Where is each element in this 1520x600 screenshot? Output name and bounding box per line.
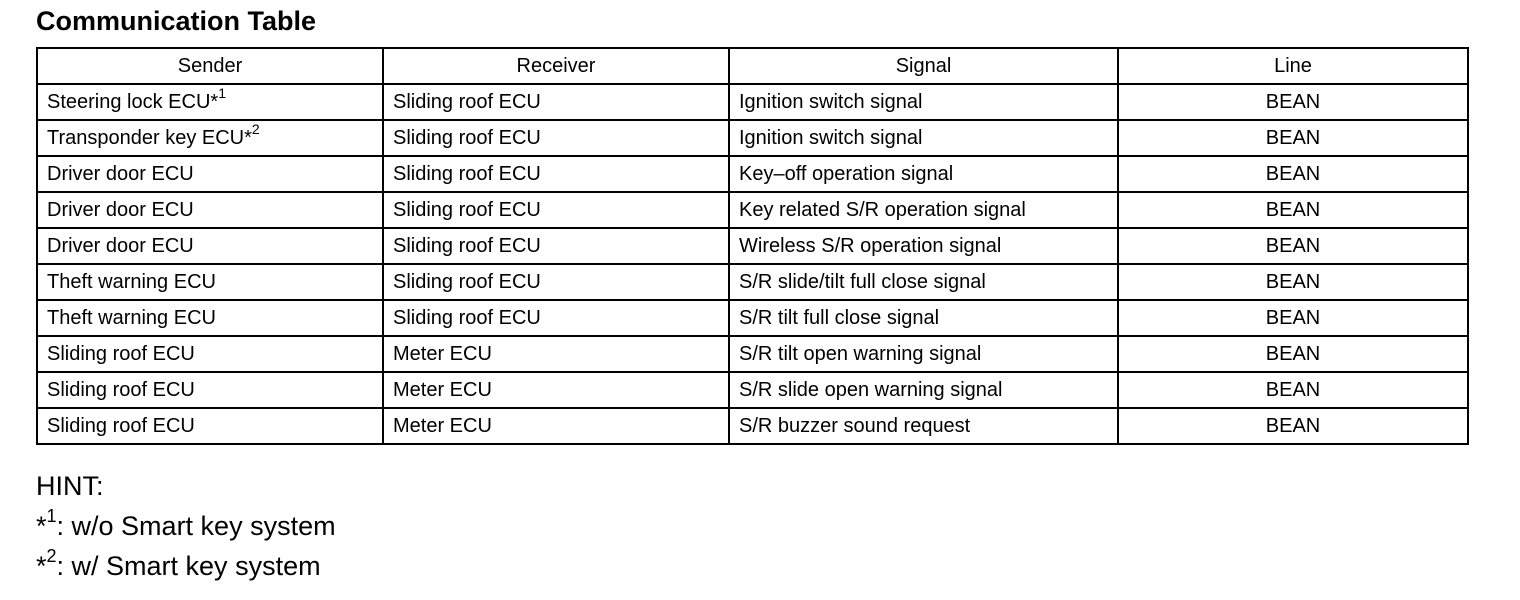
receiver-cell: Sliding roof ECU (382, 191, 730, 229)
table-row: Transponder key ECU*2 Sliding roof ECU I… (36, 119, 1469, 157)
hint-note-text: : w/ Smart key system (56, 551, 321, 581)
table-row: Driver door ECU Sliding roof ECU Key rel… (36, 191, 1469, 229)
sender-cell: Sliding roof ECU (36, 371, 384, 409)
sender-cell: Theft warning ECU (36, 263, 384, 301)
sender-cell: Sliding roof ECU (36, 407, 384, 445)
line-cell: BEAN (1117, 263, 1469, 301)
signal-cell: Key–off operation signal (728, 155, 1119, 193)
signal-cell: S/R slide open warning signal (728, 371, 1119, 409)
table-row: Sliding roof ECU Meter ECU S/R buzzer so… (36, 407, 1469, 445)
line-cell: BEAN (1117, 155, 1469, 193)
signal-cell: S/R tilt full close signal (728, 299, 1119, 337)
signal-cell: Ignition switch signal (728, 83, 1119, 121)
table-row: Driver door ECU Sliding roof ECU Key–off… (36, 155, 1469, 193)
line-cell: BEAN (1117, 299, 1469, 337)
line-cell: BEAN (1117, 335, 1469, 373)
hint-note: *2: w/ Smart key system (36, 546, 336, 586)
receiver-cell: Meter ECU (382, 371, 730, 409)
sender-cell: Driver door ECU (36, 227, 384, 265)
line-cell: BEAN (1117, 119, 1469, 157)
receiver-cell: Meter ECU (382, 335, 730, 373)
footnote-number: 2 (251, 120, 260, 137)
signal-cell: Key related S/R operation signal (728, 191, 1119, 229)
receiver-cell: Sliding roof ECU (382, 83, 730, 121)
communication-table: Sender Receiver Signal Line Steering loc… (36, 47, 1469, 445)
receiver-cell: Sliding roof ECU (382, 263, 730, 301)
line-cell: BEAN (1117, 227, 1469, 265)
table-row: Sliding roof ECU Meter ECU S/R tilt open… (36, 335, 1469, 373)
sender-cell: Transponder key ECU*2 (36, 119, 384, 157)
column-header-receiver: Receiver (382, 47, 730, 85)
receiver-cell: Meter ECU (382, 407, 730, 445)
footnote-number: 2 (46, 546, 57, 566)
column-header-sender: Sender (36, 47, 384, 85)
footnote-mark: * (36, 551, 47, 581)
receiver-cell: Sliding roof ECU (382, 299, 730, 337)
table-row: Driver door ECU Sliding roof ECU Wireles… (36, 227, 1469, 265)
receiver-cell: Sliding roof ECU (382, 119, 730, 157)
sender-cell: Steering lock ECU*1 (36, 83, 384, 121)
signal-cell: Wireless S/R operation signal (728, 227, 1119, 265)
signal-cell: S/R tilt open warning signal (728, 335, 1119, 373)
table-row: Steering lock ECU*1 Sliding roof ECU Ign… (36, 83, 1469, 121)
line-cell: BEAN (1117, 371, 1469, 409)
table-row: Sliding roof ECU Meter ECU S/R slide ope… (36, 371, 1469, 409)
column-header-signal: Signal (728, 47, 1119, 85)
hint-label: HINT: (36, 471, 104, 501)
signal-cell: S/R buzzer sound request (728, 407, 1119, 445)
receiver-cell: Sliding roof ECU (382, 155, 730, 193)
footnote-mark: * (244, 126, 252, 149)
line-cell: BEAN (1117, 407, 1469, 445)
sender-text: Steering lock ECU (47, 90, 211, 113)
hint-section: HINT: *1: w/o Smart key system *2: w/ Sm… (36, 466, 336, 586)
signal-cell: S/R slide/tilt full close signal (728, 263, 1119, 301)
footnote-mark: * (210, 90, 219, 113)
hint-note: *1: w/o Smart key system (36, 506, 336, 546)
sender-cell: Theft warning ECU (36, 299, 384, 337)
sender-text: Transponder key ECU (47, 126, 245, 149)
footnote-number: 1 (46, 506, 57, 526)
sender-cell: Sliding roof ECU (36, 335, 384, 373)
column-header-line: Line (1117, 47, 1469, 85)
footnote-number: 1 (218, 84, 226, 101)
hint-note-text: : w/o Smart key system (56, 511, 336, 541)
page-title: Communication Table (36, 6, 317, 36)
sender-cell: Driver door ECU (36, 191, 384, 229)
footnote-mark: * (36, 511, 47, 541)
table-row: Theft warning ECU Sliding roof ECU S/R s… (36, 263, 1469, 301)
receiver-cell: Sliding roof ECU (382, 227, 730, 265)
signal-cell: Ignition switch signal (728, 119, 1119, 157)
line-cell: BEAN (1117, 83, 1469, 121)
sender-cell: Driver door ECU (36, 155, 384, 193)
table-header-row: Sender Receiver Signal Line (36, 47, 1469, 85)
line-cell: BEAN (1117, 191, 1469, 229)
table-row: Theft warning ECU Sliding roof ECU S/R t… (36, 299, 1469, 337)
